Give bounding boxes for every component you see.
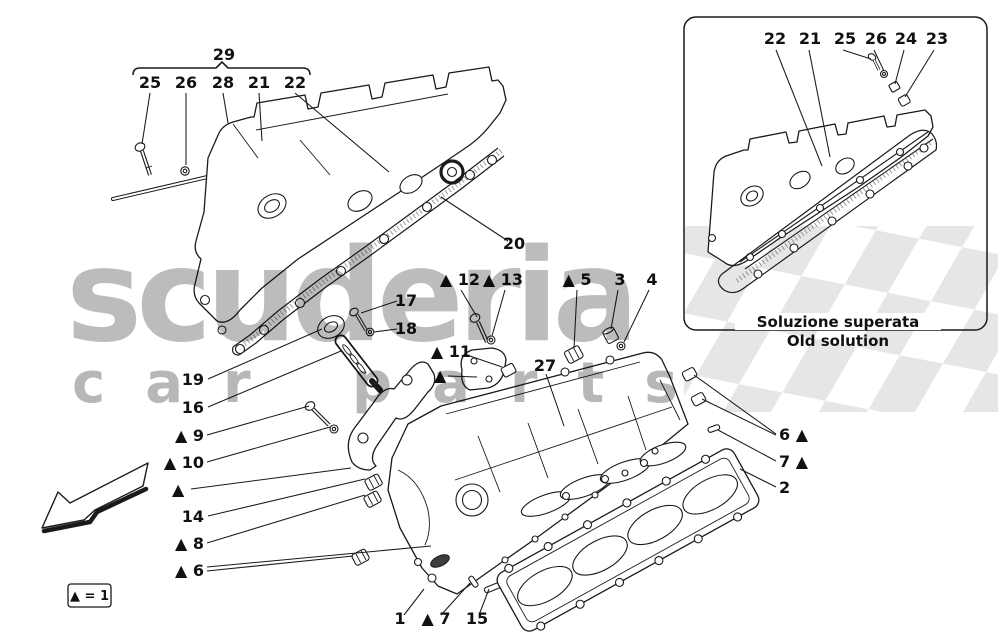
callout-28: 28 (212, 73, 234, 92)
callout-29: 29 (213, 45, 235, 64)
cap-5 (563, 345, 584, 364)
callout-5: ▲ 5 (562, 270, 591, 289)
callout-1: 1 (394, 609, 405, 628)
callout-22: 22 (284, 73, 306, 92)
callout-2: 2 (779, 478, 790, 497)
tappet-assembly (317, 315, 383, 393)
callout-15: 15 (466, 609, 488, 628)
callout-6-left: ▲ 6 (175, 561, 204, 580)
callout-8: ▲ 8 (175, 534, 204, 553)
spacer-3 (602, 326, 619, 344)
washer-10 (329, 424, 339, 434)
inset-callout-23: 23 (926, 29, 948, 48)
callout-27: 27 (534, 356, 556, 375)
bushing-6-left (351, 548, 370, 566)
legend-label: ▲ = 1 (70, 589, 109, 604)
callout-14: 14 (182, 507, 204, 526)
callout-11: ▲ 11 (431, 342, 471, 361)
cylinder-head-body (387, 351, 689, 595)
bolt-12 (469, 313, 489, 343)
bushing-6-right-b (690, 392, 707, 407)
callout-17: 17 (395, 291, 417, 310)
bushing-14 (364, 473, 383, 491)
inset-callout-21: 21 (799, 29, 821, 48)
inset-callout-24: 24 (895, 29, 917, 48)
callout-3: 3 (614, 270, 625, 289)
bolt-17 (349, 307, 368, 331)
callout-triangle-left: ▲ (172, 480, 185, 499)
washer-4 (616, 341, 626, 351)
callout-10: ▲ 10 (164, 453, 204, 472)
callout-19: 19 (182, 370, 204, 389)
bolt-25 (134, 142, 153, 176)
callout-7-bottom: ▲ 7 (421, 609, 450, 628)
bushing-6-right-a (681, 367, 698, 382)
valve-cover-details (199, 93, 465, 335)
callout-16: 16 (182, 398, 204, 417)
pin-7-bottom (468, 575, 479, 588)
inset-caption-english: Old solution (787, 332, 889, 350)
callout-21: 21 (248, 73, 270, 92)
group-29-bracket (132, 60, 311, 76)
inset-box: Soluzione superata Old solution (683, 16, 988, 350)
valve-cover-drawing (111, 66, 507, 356)
inset-caption-italian: Soluzione superata (757, 313, 920, 331)
callout-26: 26 (175, 73, 197, 92)
washer-18 (365, 327, 375, 337)
cylinder-head-drawing (304, 351, 760, 632)
legend-box: ▲ = 1 (67, 583, 112, 608)
cylinder-head-details (397, 355, 687, 583)
inset-callout-25: 25 (834, 29, 856, 48)
bushing-8 (363, 490, 382, 508)
small-bracket-11 (460, 347, 517, 391)
direction-arrow (41, 462, 149, 534)
pin-7-right (707, 424, 721, 433)
callout-6-right: 6 ▲ (779, 425, 809, 444)
callout-4: 4 (646, 270, 657, 289)
callout-labels: 29 25 26 28 21 22 20 17 18 ▲ 12 ▲ 13 ▲ 5… (139, 29, 948, 628)
cover-gasket (232, 147, 505, 356)
bolt-9 (304, 401, 331, 427)
callout-20: 20 (503, 234, 525, 253)
callout-18: 18 (395, 319, 417, 338)
leader-lines (132, 49, 935, 616)
valve-cover-body (193, 66, 507, 323)
callout-9: ▲ 9 (175, 426, 204, 445)
old-cover-fasteners (867, 53, 911, 107)
inset-callout-22: 22 (764, 29, 786, 48)
inset-callout-26: 26 (865, 29, 887, 48)
callout-triangle-mid: ▲ (434, 366, 447, 385)
caption-backplate (735, 313, 941, 330)
washer-13 (486, 335, 496, 345)
old-cover-drawing (707, 109, 938, 294)
callout-12: ▲ 12 (440, 270, 480, 289)
washer-26 (180, 166, 190, 176)
callout-25: 25 (139, 73, 161, 92)
callout-13: ▲ 13 (483, 270, 523, 289)
callout-7-right: 7 ▲ (779, 452, 809, 471)
camshaft-support-bracket (347, 361, 436, 471)
head-gasket-drawing (496, 448, 760, 632)
